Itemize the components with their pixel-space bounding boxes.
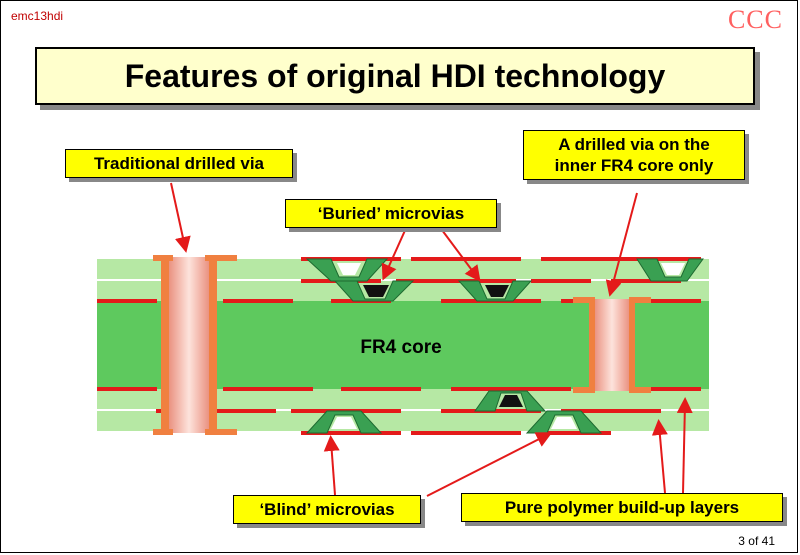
blind-microvia-top-right [636,258,704,282]
callout-blind-microvias: ‘Blind’ microvias [233,495,421,524]
callout-arrows [170,182,693,497]
callout-inner-core-via-line1: A drilled via on the [558,135,710,154]
buried-microvia-top-2 [457,280,533,302]
callout-blind-microvias-text: ‘Blind’ microvias [259,500,395,519]
callout-traditional-via: Traditional drilled via [65,149,293,178]
callout-buildup-layers-text: Pure polymer build-up layers [504,498,740,517]
buildup-layer-bottom-1 [97,389,709,409]
buildup-layer-top-1 [97,259,709,279]
callout-buried-microvias: ‘Buried’ microvias [285,199,497,228]
fr4-core-label: FR4 core [360,337,441,358]
title-box: Features of original HDI technology [35,47,755,105]
page-number: 3 of 41 [738,534,775,548]
buried-microvia-bottom [474,390,547,412]
callout-traditional-via-text: Traditional drilled via [93,154,265,173]
callout-inner-core-via-line2: inner FR4 core only [554,156,714,175]
slide-tag: emc13hdi [11,9,64,23]
buried-microvia-top-1 [333,280,415,302]
blind-microvia-bottom-right [525,410,603,434]
inner-core-drilled-via [573,297,651,393]
callout-buildup-layers: Pure polymer build-up layers [461,493,783,522]
callout-inner-core-via: A drilled via on the inner FR4 core only [523,130,745,180]
traditional-drilled-via [153,255,237,435]
callout-buried-microvias-text: ‘Buried’ microvias [317,204,465,223]
page-title: Features of original HDI technology [124,57,666,94]
blind-microvia-top-left [305,258,389,282]
logo: CCC [727,5,783,34]
blind-microvia-bottom-left [305,410,383,434]
